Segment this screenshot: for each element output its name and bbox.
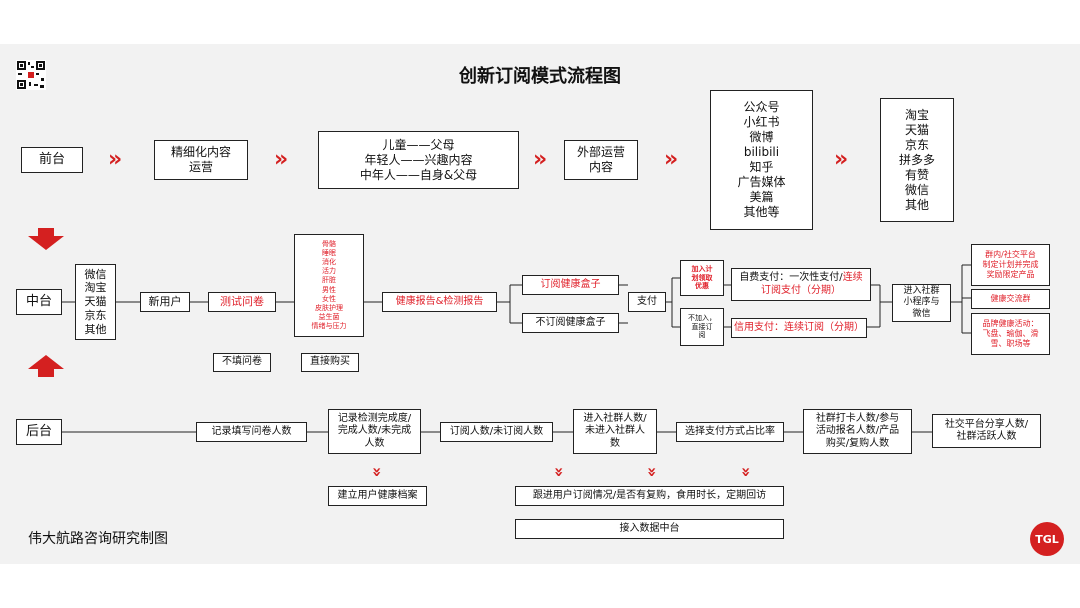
- arrow-up-icon: [28, 355, 64, 377]
- back-box-social-share: 社交平台分享人数/ 社群活跃人数: [932, 414, 1041, 448]
- self-pay-text-red: 连续: [842, 272, 863, 283]
- back-box-payment-ratio: 选择支付方式占比率: [676, 422, 784, 442]
- back-box-test-completion: 记录检测完成度/ 完成人数/未完成 人数: [328, 409, 421, 454]
- middle-box-credit-pay: 信用支付：连续订阅（分期）: [731, 318, 867, 338]
- middle-box-channels: 微信 淘宝 天猫 京东 其他: [75, 264, 116, 340]
- middle-box-no-quiz: 不填问卷: [213, 353, 271, 372]
- chevron-right-icon: »: [274, 147, 289, 172]
- chevron-right-icon: »: [664, 147, 679, 172]
- middle-box-report: 健康报告&检测报告: [382, 292, 497, 312]
- middle-box-social-plan: 群内/社交平台 制定计划并完成 奖励限定产品: [971, 244, 1050, 286]
- front-box-audience: 儿童——父母 年轻人——兴趣内容 中年人——自身&父母: [318, 131, 519, 189]
- middle-box-join-plan: 加入计 划领取 优惠: [680, 260, 724, 296]
- brand-logo: TGL: [1030, 522, 1064, 556]
- middle-box-health-dimensions: 骨骼 睡眠 消化 活力 肝脏 男性 女性 皮肤护理 益生菌 情绪与压力: [294, 234, 364, 337]
- row-label-back: 后台: [16, 419, 62, 445]
- front-box-ecommerce: 淘宝 天猫 京东 拼多多 有赞 微信 其他: [880, 98, 954, 222]
- front-box-external-content: 外部运营 内容: [564, 140, 638, 180]
- middle-box-community: 进入社群 小程序与 微信: [892, 284, 951, 322]
- output-health-archive: 建立用户健康档案: [328, 486, 427, 506]
- middle-box-self-pay: 自费支付：一次性支付/连续订阅支付（分期）: [731, 268, 871, 301]
- output-data-platform: 接入数据中台: [515, 519, 784, 539]
- self-pay-text-line2: 订阅支付（分期）: [761, 284, 841, 296]
- arrow-down-icon: [28, 228, 64, 250]
- chevron-down-icon: »: [368, 466, 388, 478]
- chevron-right-icon: »: [533, 147, 548, 172]
- front-box-content-ops: 精细化内容 运营: [154, 140, 248, 180]
- row-label-middle: 中台: [16, 289, 62, 315]
- footer-credit: 伟大航路咨询研究制图: [28, 531, 168, 547]
- front-box-media-channels: 公众号 小红书 微博 bilibili 知乎 广告媒体 美篇 其他等: [710, 90, 813, 230]
- chevron-down-icon: »: [550, 466, 570, 478]
- middle-box-subscribe: 订阅健康盒子: [522, 275, 619, 295]
- middle-box-no-subscribe: 不订阅健康盒子: [522, 313, 619, 333]
- page-title: 创新订阅模式流程图: [459, 66, 621, 87]
- qr-code-icon: [16, 60, 46, 90]
- middle-box-health-group: 健康交流群: [971, 289, 1050, 309]
- chevron-down-icon: »: [737, 466, 757, 478]
- middle-box-not-join: 不加入， 直接订 阅: [680, 308, 724, 346]
- row-label-front: 前台: [21, 147, 83, 173]
- middle-box-brand-events: 品牌健康活动： 飞盘、瑜伽、滑 雪、职场等: [971, 313, 1050, 355]
- back-box-activity-count: 社群打卡人数/参与 活动报名人数/产品 购买/复购人数: [803, 409, 912, 454]
- chevron-down-icon: »: [643, 466, 663, 478]
- chevron-right-icon: »: [108, 147, 123, 172]
- back-box-quiz-count: 记录填写问卷人数: [196, 422, 307, 442]
- middle-box-new-user: 新用户: [140, 292, 190, 312]
- chevron-right-icon: »: [834, 147, 849, 172]
- self-pay-text: 自费支付：一次性支付/: [739, 272, 843, 283]
- middle-box-pay: 支付: [628, 292, 666, 312]
- back-box-subscription-count: 订阅人数/未订阅人数: [440, 422, 553, 442]
- middle-box-direct-buy: 直接购买: [301, 353, 359, 372]
- middle-box-quiz: 测试问卷: [208, 292, 276, 312]
- output-followup: 跟进用户订阅情况/是否有复购，食用时长，定期回访: [515, 486, 784, 506]
- back-box-community-count: 进入社群人数/ 未进入社群人 数: [573, 409, 657, 454]
